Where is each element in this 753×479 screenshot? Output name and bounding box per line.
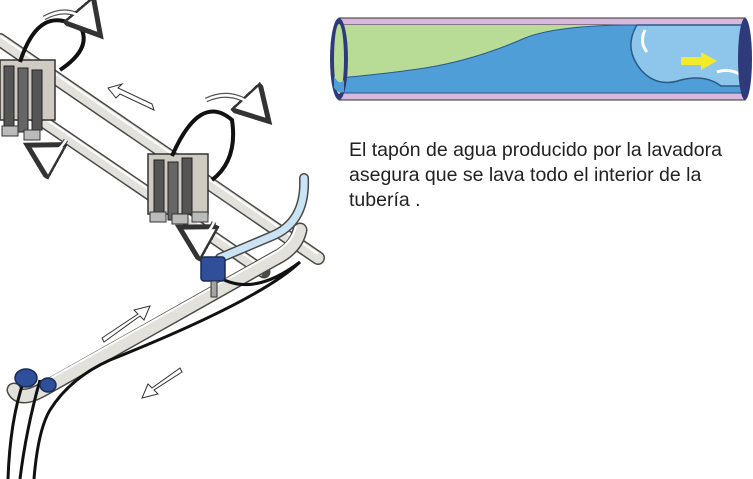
flow-direction-arrow-icon — [141, 367, 183, 399]
milking-unit-left — [0, 18, 86, 141]
water-plug-arrow-icon — [681, 52, 717, 70]
tube-connector — [14, 368, 57, 393]
tube-cutaway-diagram — [330, 17, 752, 101]
pipeline-illustration — [0, 0, 325, 479]
valve — [200, 256, 226, 298]
return-pipe — [6, 222, 308, 404]
tube-end-right — [738, 18, 752, 100]
caption: El tapón de agua producido por la lavado… — [349, 139, 722, 211]
water-plug — [630, 24, 746, 87]
pipe-wall-top — [338, 17, 746, 26]
pipe-wall-bottom — [338, 92, 746, 101]
flow-direction-arrow-icon — [101, 305, 151, 343]
milking-unit-right — [147, 109, 236, 225]
flow-direction-arrow-icon — [107, 82, 155, 111]
